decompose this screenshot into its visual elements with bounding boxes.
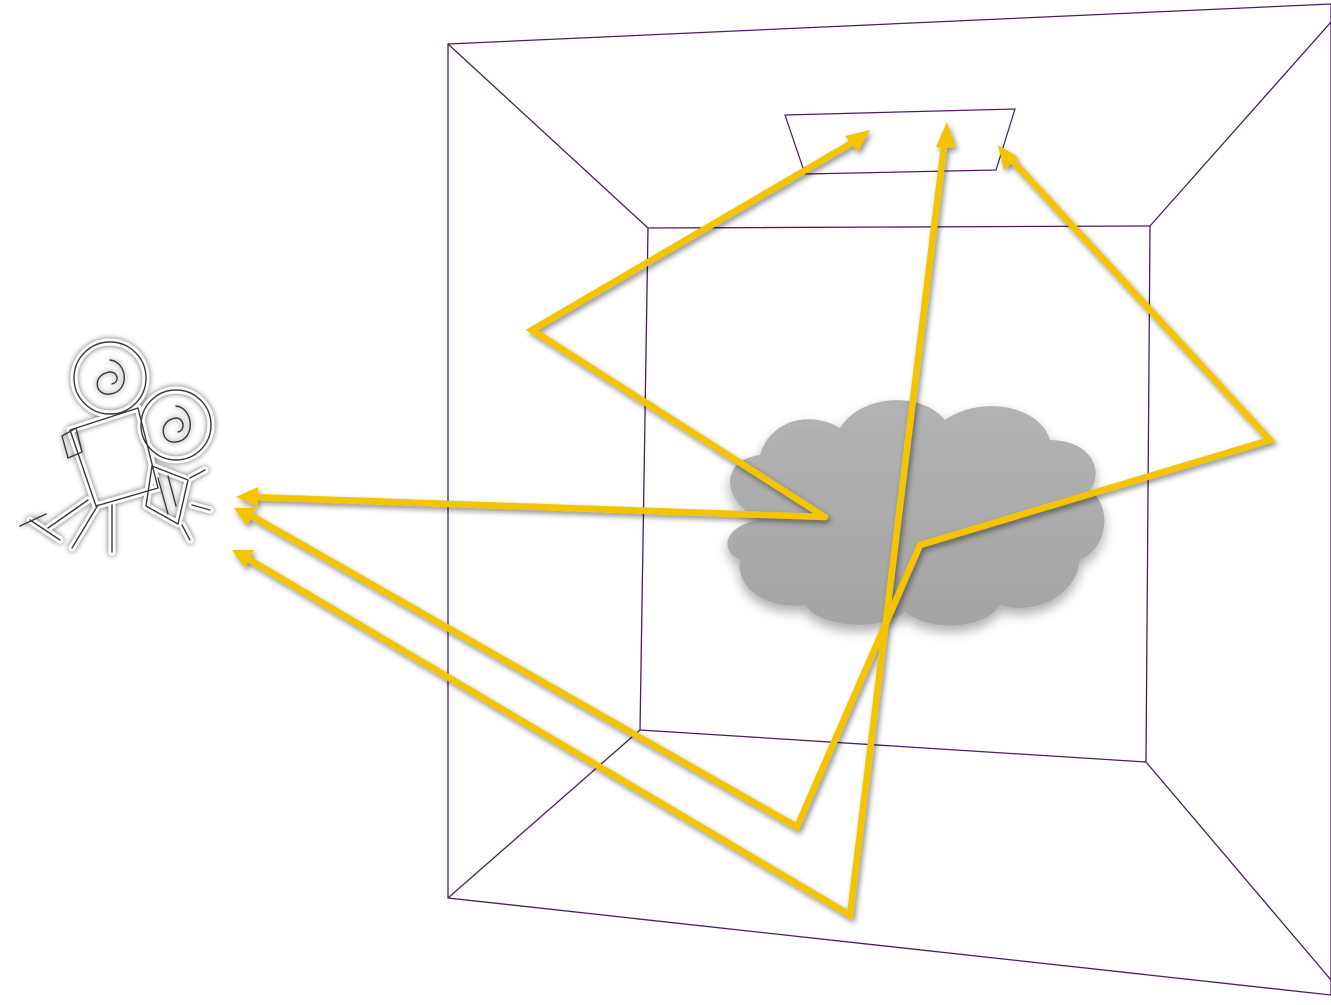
room-edge-top-left (448, 44, 648, 228)
light-paths (232, 122, 1270, 915)
room-edge-bottom-left (448, 730, 640, 898)
room-edge-top-right (1150, 22, 1331, 226)
arrowhead-camera-top (236, 487, 258, 507)
movie-camera-icon (20, 342, 211, 552)
room-edge-bottom-right (1146, 762, 1331, 980)
